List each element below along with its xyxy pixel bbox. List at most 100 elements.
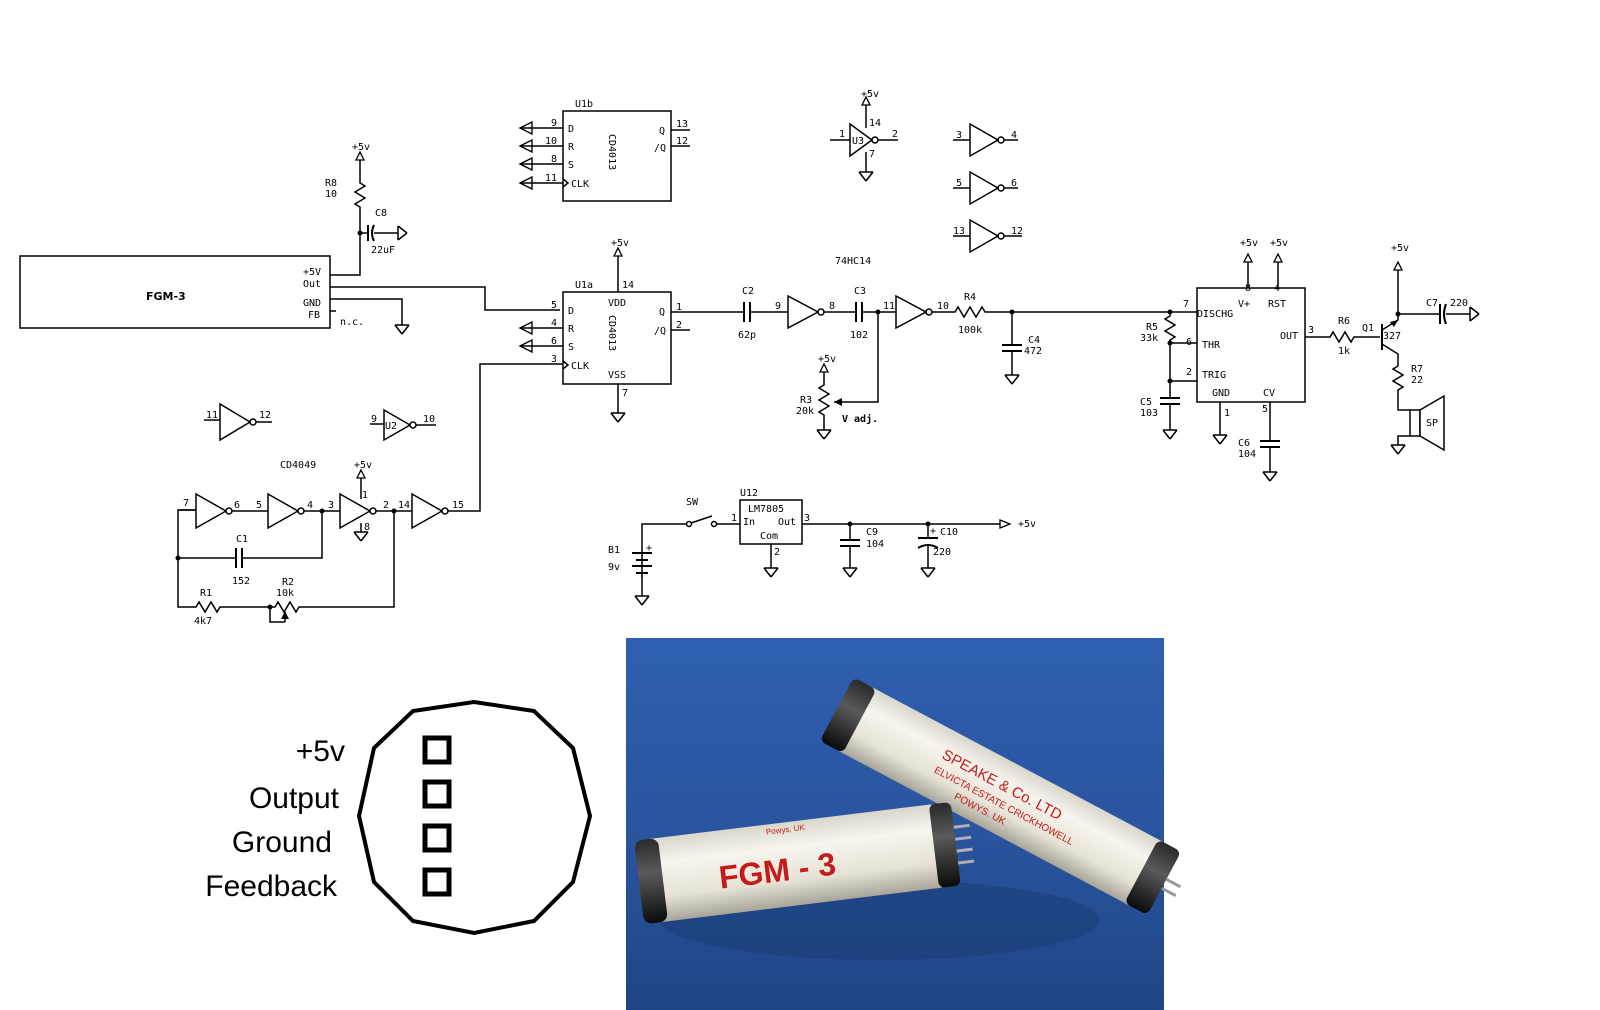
svg-text:1k: 1k — [1338, 346, 1350, 357]
svg-text:R: R — [568, 142, 575, 153]
svg-text:13: 13 — [676, 119, 688, 130]
u2-spare-inverter: 11 12 — [204, 402, 272, 442]
svg-text:C5: C5 — [1140, 397, 1152, 408]
svg-text:104: 104 — [866, 539, 884, 550]
svg-text:1: 1 — [1224, 408, 1230, 419]
regulator-lm7805: U12 LM7805 In Out Com — [739, 488, 803, 545]
svg-text:U12: U12 — [740, 488, 758, 499]
svg-text:12: 12 — [1011, 226, 1023, 237]
svg-text:3: 3 — [1308, 325, 1314, 336]
r5-resistor — [1163, 312, 1177, 381]
svg-text:+5v: +5v — [1391, 243, 1409, 254]
pin-label-feedback: Feedback — [205, 870, 338, 903]
svg-text:In: In — [743, 517, 755, 528]
u3-inverter: U3 1 2 +5v 14 7 — [830, 89, 898, 182]
svg-text:SW: SW — [686, 497, 699, 508]
svg-text:S: S — [568, 342, 574, 353]
u1a-flipflop: U1a CD4013 D R S CLK VDD VSS Q /Q — [562, 280, 672, 385]
pin-label-vcc: +5v — [296, 735, 345, 768]
svg-text:152: 152 — [232, 576, 250, 587]
svg-text:1: 1 — [362, 490, 368, 501]
r8-value: 10 — [325, 189, 337, 200]
fgm3-pin-5v: +5V — [303, 267, 321, 278]
svg-text:7: 7 — [869, 149, 875, 160]
svg-text:4: 4 — [551, 318, 557, 329]
svg-text:U2: U2 — [385, 421, 397, 432]
svg-text:Q1: Q1 — [1362, 323, 1374, 334]
svg-text:14: 14 — [869, 118, 881, 129]
svg-text:1: 1 — [839, 129, 845, 140]
svg-text:DISCHG: DISCHG — [1197, 309, 1233, 320]
nc-label: n.c. — [340, 317, 364, 328]
svg-text:5: 5 — [256, 500, 262, 511]
pin-square-3 — [422, 823, 452, 853]
u1b-flipflop: U1b CD4013 D R S CLK Q /Q — [562, 99, 672, 202]
svg-text:4: 4 — [1274, 283, 1280, 294]
fgm3-pin-fb: FB — [308, 310, 320, 321]
svg-text:B1: B1 — [608, 545, 620, 556]
svg-text:12: 12 — [259, 410, 271, 421]
r2-pot — [260, 511, 395, 614]
svg-text:3: 3 — [956, 130, 962, 141]
svg-text:1: 1 — [676, 302, 682, 313]
svg-text:14: 14 — [398, 500, 410, 511]
svg-text:4k7: 4k7 — [194, 616, 212, 627]
vcc-r8: +5v — [352, 142, 370, 153]
svg-text:327: 327 — [1383, 331, 1401, 342]
svg-text:33k: 33k — [1140, 333, 1158, 344]
svg-text:R3: R3 — [800, 395, 812, 406]
svg-text:C10: C10 — [940, 527, 958, 538]
svg-text:8: 8 — [829, 301, 835, 312]
svg-text:8: 8 — [551, 154, 557, 165]
svg-text:9: 9 — [551, 118, 557, 129]
svg-text:U3: U3 — [852, 136, 864, 147]
product-photo: SPEAKE & Co. LTD ELVICTA ESTATE CRICKHOW… — [626, 638, 1182, 1010]
svg-text:/Q: /Q — [654, 326, 666, 337]
svg-text:C2: C2 — [742, 286, 754, 297]
r8-ref: R8 — [325, 178, 337, 189]
svg-text:C3: C3 — [854, 286, 866, 297]
svg-text:Out: Out — [778, 517, 796, 528]
r7-resistor — [1391, 365, 1410, 411]
pin-label-output: Output — [249, 782, 340, 815]
svg-text:S: S — [568, 160, 574, 171]
svg-text:3: 3 — [804, 513, 810, 524]
svg-text:11: 11 — [206, 410, 218, 421]
svg-text:V+: V+ — [1238, 299, 1250, 310]
svg-text:C4: C4 — [1028, 335, 1040, 346]
svg-text:CD4013: CD4013 — [606, 134, 617, 170]
svg-text:U1a: U1a — [575, 280, 593, 291]
svg-text:FGM-3: FGM-3 — [146, 290, 186, 303]
pin-square-2 — [422, 779, 452, 809]
svg-text:OUT: OUT — [1280, 331, 1298, 342]
speaker-label: SP — [1426, 418, 1438, 429]
svg-text:R5: R5 — [1146, 322, 1158, 333]
svg-text:2: 2 — [1186, 367, 1192, 378]
svg-text:104: 104 — [1238, 449, 1256, 460]
svg-text:+: + — [646, 543, 652, 554]
svg-text:+5v: +5v — [1018, 519, 1036, 530]
svg-text:+5v: +5v — [861, 89, 879, 100]
svg-text:R: R — [568, 324, 575, 335]
svg-text:6: 6 — [234, 500, 240, 511]
svg-text:CV: CV — [1263, 388, 1275, 399]
svg-text:11: 11 — [545, 173, 557, 184]
svg-text:11: 11 — [883, 301, 895, 312]
svg-text:CD4013: CD4013 — [606, 315, 617, 351]
svg-text:U1b: U1b — [575, 99, 593, 110]
svg-text:+5v: +5v — [1240, 238, 1258, 249]
svg-text:9v: 9v — [608, 562, 620, 573]
svg-text:TRIG: TRIG — [1202, 370, 1226, 381]
svg-text:THR: THR — [1202, 340, 1221, 351]
svg-text:4: 4 — [1011, 130, 1017, 141]
svg-text:9: 9 — [371, 414, 377, 425]
pin-label-ground: Ground — [232, 826, 332, 859]
svg-text:2: 2 — [774, 547, 780, 558]
c8-value: 22uF — [371, 245, 395, 256]
svg-text:220: 220 — [933, 547, 951, 558]
